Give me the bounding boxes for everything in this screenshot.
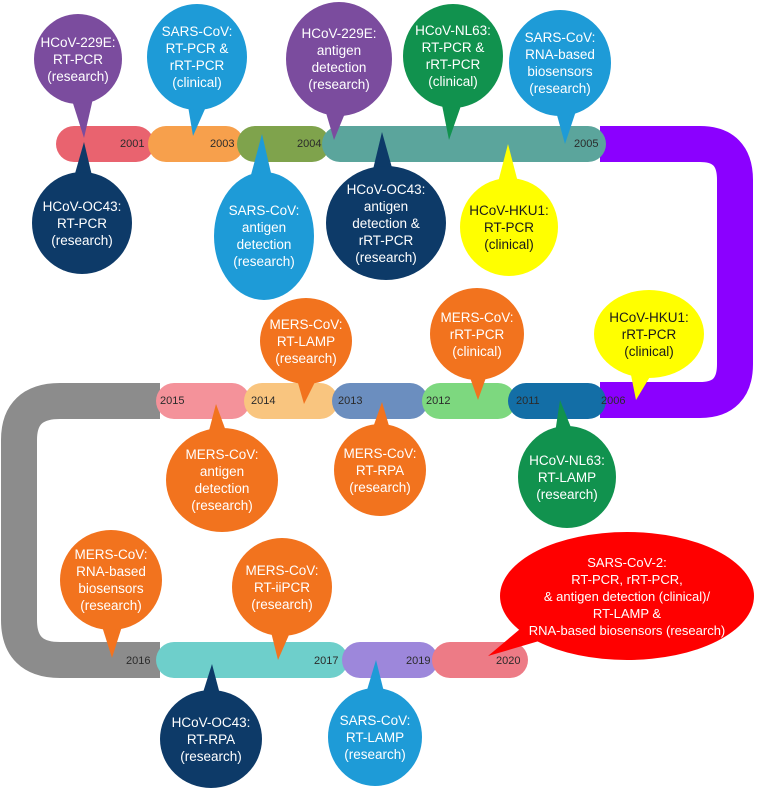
segment-2019 [342, 642, 438, 678]
milestone-bubble: HCoV-OC43: antigen detection & rRT-PCR (… [326, 132, 446, 280]
segment-2015 [156, 383, 250, 419]
milestone-bubble: MERS-CoV: RT-RPA (research) [334, 402, 426, 516]
year-label: 2012 [426, 395, 451, 407]
segment-2017 [156, 642, 348, 678]
year-label: 2020 [496, 655, 521, 667]
milestone-bubble: MERS-CoV: RNA-based biosensors (research… [60, 530, 162, 658]
segment-2011 [508, 383, 606, 419]
milestone-bubble: MERS-CoV: rRT-PCR (clinical) [430, 288, 524, 400]
year-label: 2001 [120, 138, 145, 150]
segment-2012 [422, 383, 516, 419]
milestone-bubble: SARS-CoV: RNA-based biosensors (research… [509, 10, 611, 144]
segment-2003 [148, 126, 244, 162]
year-label: 2016 [126, 655, 151, 667]
segment-2005 [322, 126, 606, 162]
milestone-bubble: HCoV-HKU1: RT-PCR (clinical) [460, 144, 558, 276]
year-label: 2013 [338, 395, 363, 407]
year-label: 2011 [516, 395, 540, 407]
segment-2001 [56, 126, 154, 162]
milestone-bubble: MERS-CoV: antigen detection (research) [166, 404, 278, 532]
milestone-bubble: MERS-CoV: RT-iiPCR (research) [232, 538, 332, 660]
milestone-bubble: HCoV-229E: antigen detection (research) [286, 2, 392, 140]
year-label: 2015 [160, 395, 185, 407]
milestone-bubble: HCoV-HKU1: rRT-PCR (clinical) [594, 290, 704, 400]
milestone-bubble: HCoV-229E: RT-PCR (research) [34, 14, 122, 138]
milestone-bubble: SARS-CoV: antigen detection (research) [214, 134, 314, 300]
year-label: 2017 [314, 655, 339, 667]
segment-2004 [237, 126, 330, 162]
milestone-bubble: SARS-CoV: RT-PCR & rRT-PCR (clinical) [147, 4, 247, 136]
milestone-bubble: HCoV-OC43: RT-PCR (research) [32, 142, 132, 274]
milestone-bubble: SARS-CoV: RT-LAMP (research) [328, 660, 422, 786]
year-label: 2005 [574, 138, 599, 150]
milestone-bubble: HCoV-NL63: RT-LAMP (research) [518, 400, 616, 528]
milestone-bubble: HCoV-OC43: RT-RPA (research) [160, 664, 262, 788]
year-label: 2004 [297, 138, 322, 150]
year-label: 2014 [251, 395, 276, 407]
milestone-bubble: MERS-CoV: RT-LAMP (research) [260, 298, 352, 404]
year-label: 2019 [406, 655, 431, 667]
year-label: 2003 [210, 138, 235, 150]
year-label: 2006 [601, 395, 626, 407]
sars-cov-2-bubble: SARS-CoV-2: RT-PCR, rRT-PCR, & antigen d… [488, 532, 754, 660]
milestone-bubble: HCoV-NL63: RT-PCR & rRT-PCR (clinical) [403, 4, 503, 140]
segment-2014 [244, 383, 338, 419]
